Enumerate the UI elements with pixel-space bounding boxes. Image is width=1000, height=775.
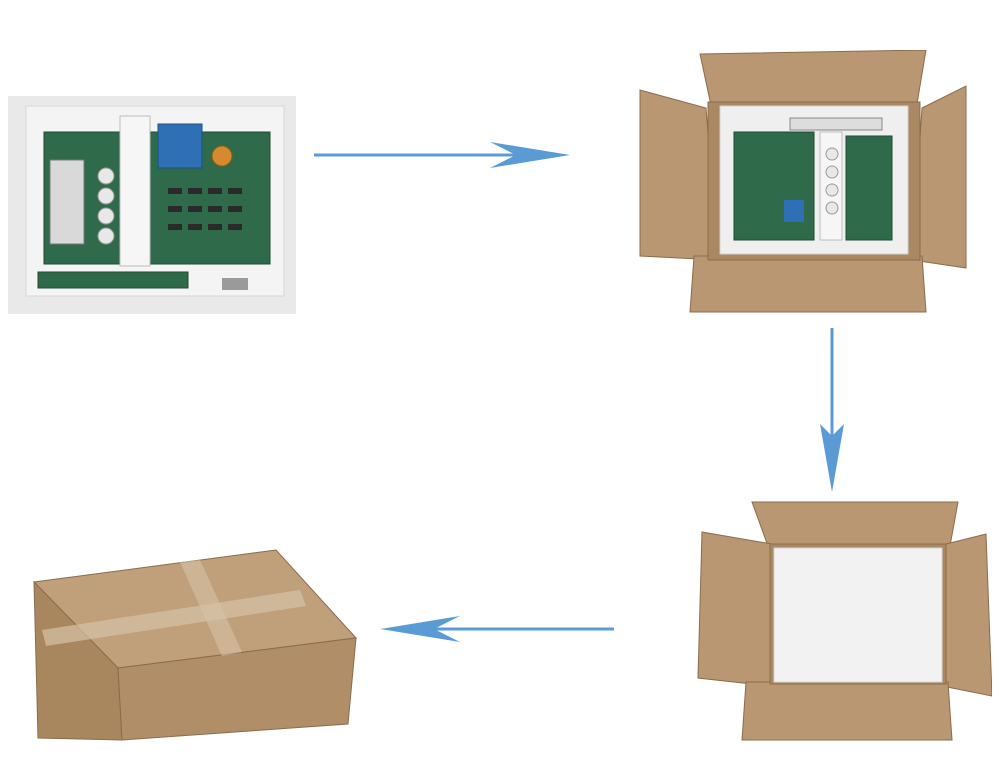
box-with-foam-illustration: [697, 501, 992, 741]
foam-tray-illustration: [8, 96, 296, 314]
step-3-box-foam-covered: [694, 500, 992, 742]
foam-layer: [773, 547, 943, 683]
packing-tape: [42, 590, 306, 646]
arrow-right-1: [314, 142, 570, 168]
small-circuit-board: [37, 271, 189, 289]
blue-transformer: [157, 123, 203, 169]
open-box-boards-illustration: [639, 50, 967, 313]
step-4-sealed-box: [30, 548, 360, 744]
sealed-box-illustration: [32, 549, 358, 741]
arrow-left: [380, 616, 614, 642]
step-2-open-box-with-boards: [636, 50, 970, 314]
step-1-foam-packed-boards: [8, 96, 296, 314]
inductor-module: [49, 159, 85, 245]
arrow-down: [820, 328, 844, 492]
heat-sink: [119, 115, 151, 267]
